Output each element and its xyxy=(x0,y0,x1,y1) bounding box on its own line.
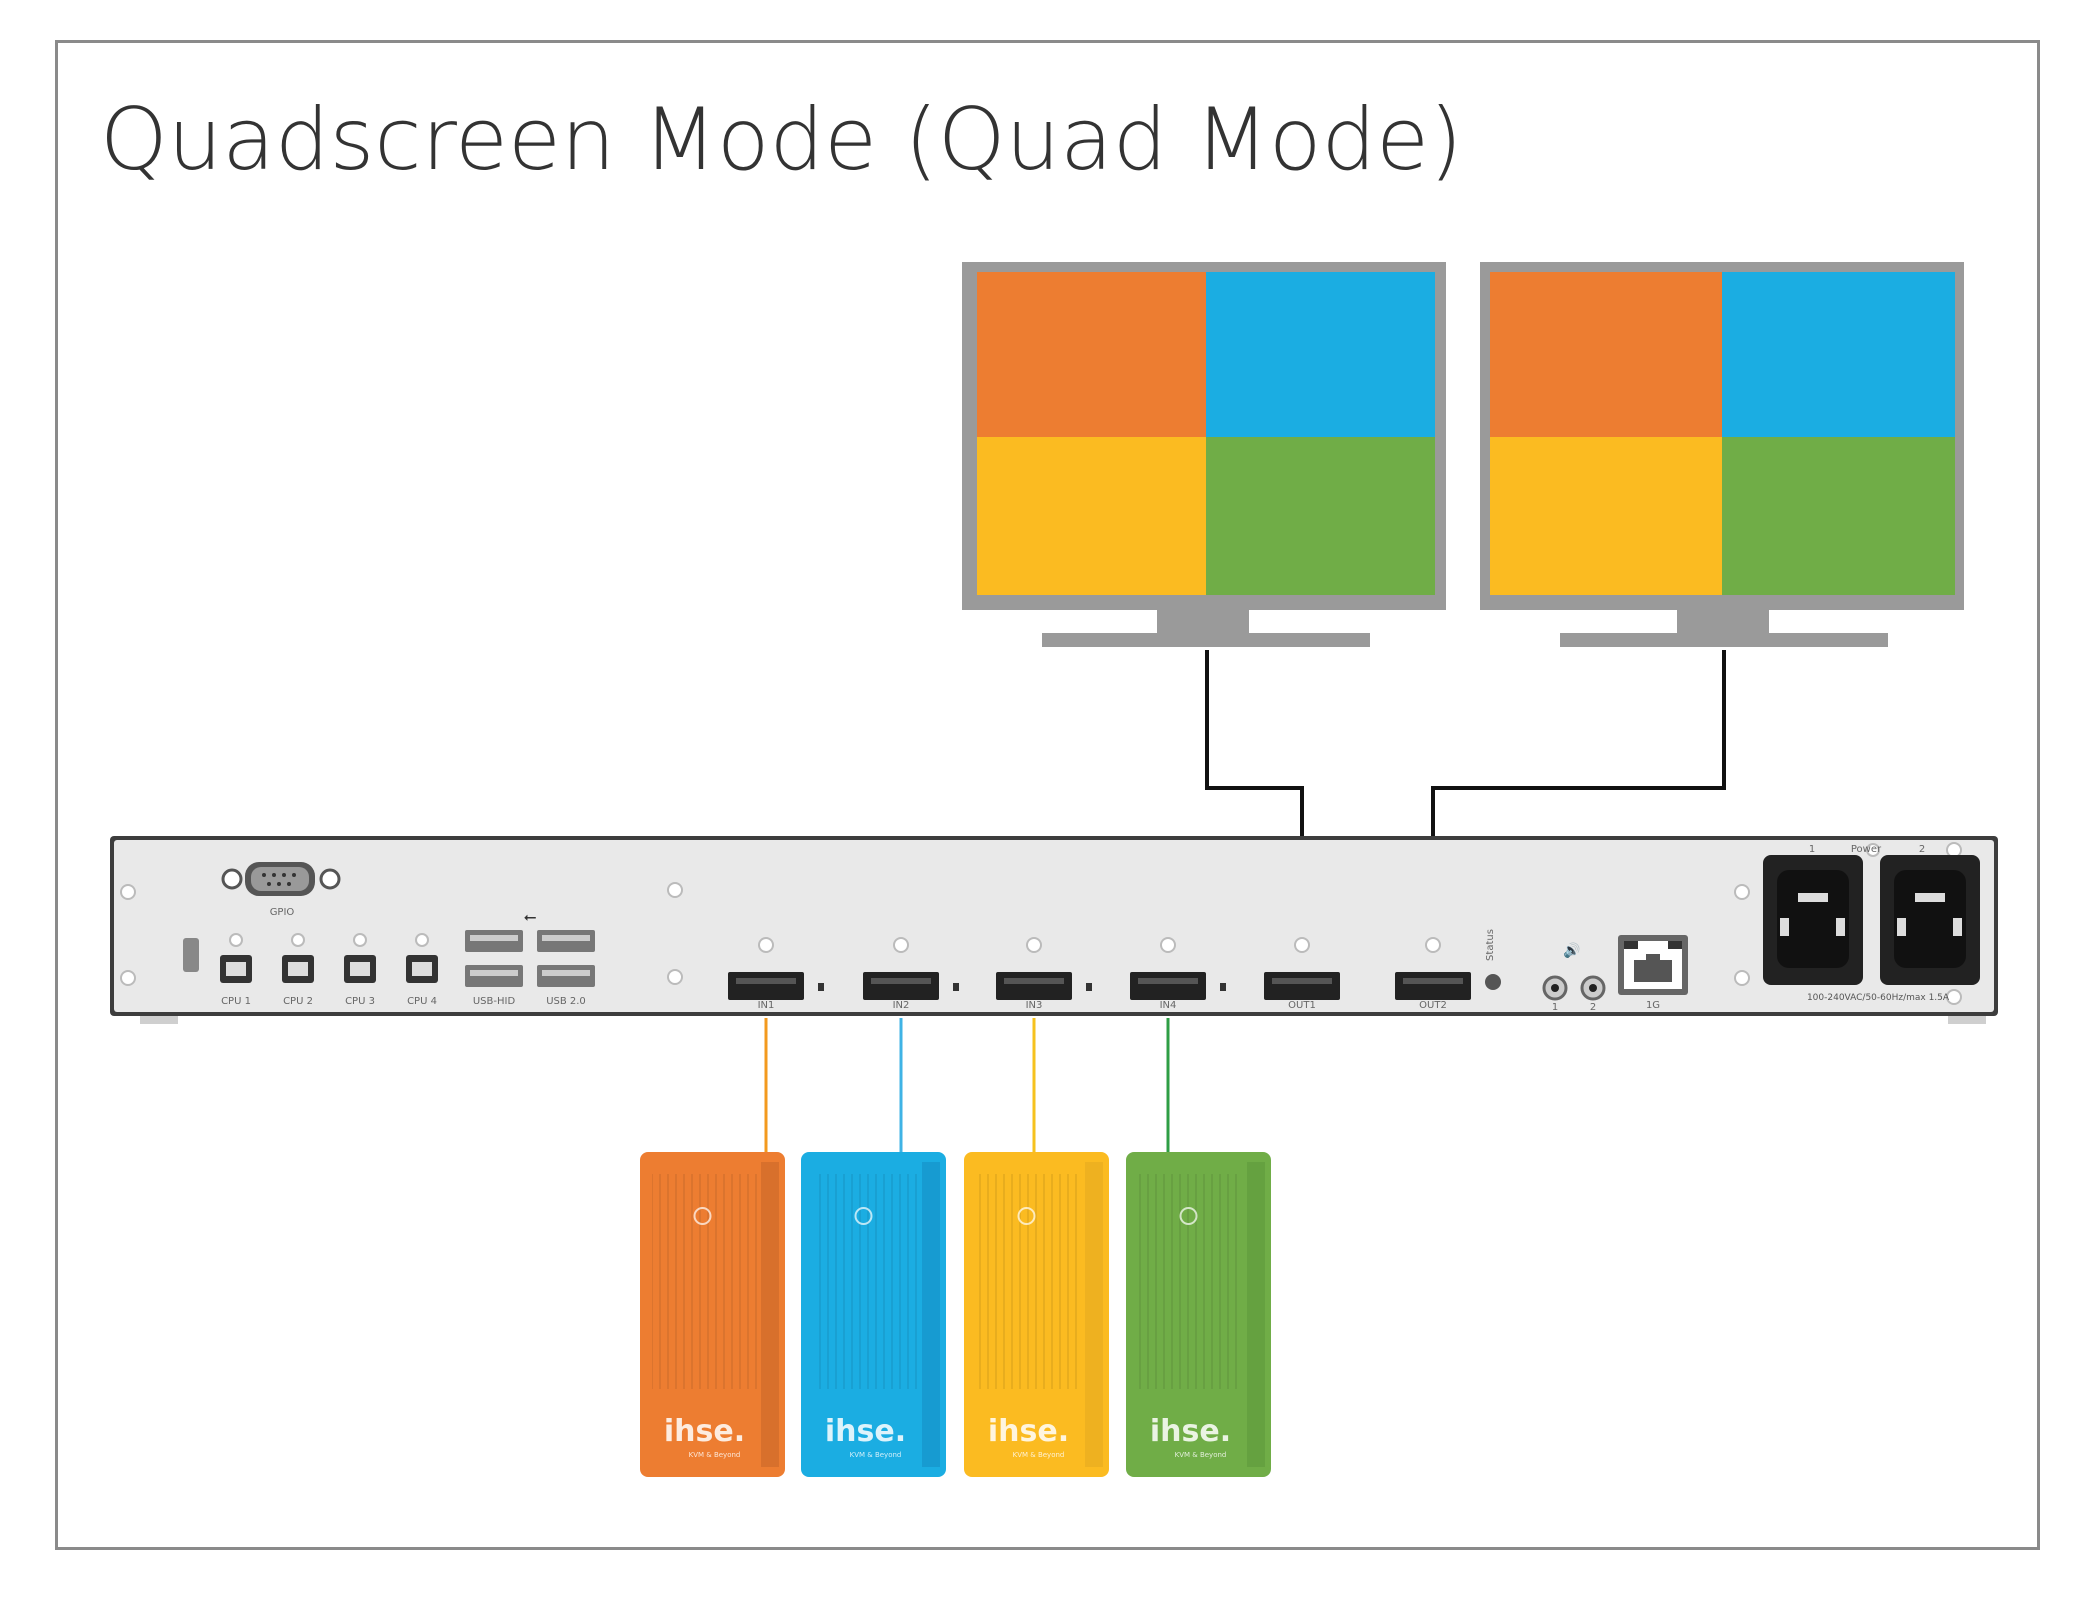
speaker-icon: 🔊 xyxy=(1563,941,1580,959)
computer-brand: ihse. xyxy=(988,1414,1069,1449)
service-port[interactable] xyxy=(183,938,199,972)
quadrant-2 xyxy=(1206,272,1435,437)
computer-brand: ihse. xyxy=(825,1414,906,1449)
hp-logo-icon xyxy=(854,1207,873,1225)
computer-tagline: KVM & Beyond xyxy=(1013,1451,1065,1459)
cpu-port-4[interactable] xyxy=(406,933,438,983)
power-rating: 100-240VAC/50-60Hz/max 1.5A xyxy=(1807,993,1950,1003)
cpu-port-label: CPU 2 xyxy=(283,996,313,1007)
computer-side-panel xyxy=(1085,1162,1103,1467)
video-port-label: IN2 xyxy=(893,1000,910,1011)
computer-vents xyxy=(652,1174,757,1389)
cpu-port-1[interactable] xyxy=(220,933,252,983)
usb-ports[interactable] xyxy=(465,930,595,987)
page-title: Quadscreen Mode (Quad Mode) xyxy=(100,90,1463,190)
kvm-device: GPIO CPU 1 CPU 2 CPU 3 CPU 4 ⭠ USB-HID U… xyxy=(110,836,1998,1024)
network-label: 1G xyxy=(1646,1000,1660,1011)
cpu-port-2[interactable] xyxy=(282,933,314,983)
computers: ihse. KVM & Beyond ihse. KVM & Beyond ihse. K… xyxy=(640,1152,1271,1477)
audio-port-label: 2 xyxy=(1590,1002,1596,1013)
audio-ports[interactable] xyxy=(1542,975,1606,1001)
quadrant-3 xyxy=(977,437,1206,595)
video-ports xyxy=(728,937,1471,1000)
quadrant-2 xyxy=(1722,272,1955,437)
usb-icon: ⭠ xyxy=(524,907,537,926)
quadrant-1 xyxy=(977,272,1206,437)
hp-logo-icon xyxy=(1179,1207,1198,1225)
hp-logo-icon xyxy=(1017,1207,1036,1225)
quadrant-4 xyxy=(1206,437,1435,595)
computer-side-panel xyxy=(922,1162,940,1467)
video-port-label: IN3 xyxy=(1026,1000,1043,1011)
computer-brand: ihse. xyxy=(1150,1414,1231,1449)
computer-tagline: KVM & Beyond xyxy=(689,1451,741,1459)
monitor-neck xyxy=(1677,610,1769,633)
computer-tagline: KVM & Beyond xyxy=(1175,1451,1227,1459)
power-2-label: 2 xyxy=(1919,844,1925,855)
status-led xyxy=(1485,974,1501,990)
computer-side-panel xyxy=(761,1162,779,1467)
gpio-label: GPIO xyxy=(270,907,295,918)
computer-vents xyxy=(813,1174,918,1389)
quadrant-1 xyxy=(1490,272,1722,437)
power-socket-1[interactable] xyxy=(1763,855,1863,985)
cpu-port-label: CPU 1 xyxy=(221,996,251,1007)
port-in4[interactable] xyxy=(1130,937,1226,1000)
video-port-label: OUT2 xyxy=(1419,1000,1447,1011)
port-in3[interactable] xyxy=(996,937,1092,1000)
computer-brand: ihse. xyxy=(664,1414,745,1449)
cpu-port-label: CPU 4 xyxy=(407,996,437,1007)
status-label: Status xyxy=(1485,929,1496,961)
quadrant-3 xyxy=(1490,437,1722,595)
port-in1[interactable] xyxy=(728,937,824,1000)
computer-vents xyxy=(976,1174,1081,1389)
computer-blue: ihse. KVM & Beyond xyxy=(801,1152,946,1477)
network-port[interactable] xyxy=(1618,935,1688,995)
power-label: Power xyxy=(1851,844,1882,855)
cpu-port-3[interactable] xyxy=(344,933,376,983)
usb-hid-label: USB-HID xyxy=(473,996,516,1007)
computer-vents xyxy=(1138,1174,1243,1389)
monitor-2 xyxy=(1480,262,1964,647)
usb-20-label: USB 2.0 xyxy=(546,996,586,1007)
cpu-ports xyxy=(220,933,438,983)
cpu-port-label: CPU 3 xyxy=(345,996,375,1007)
video-port-label: IN1 xyxy=(758,1000,775,1011)
computer-side-panel xyxy=(1247,1162,1265,1467)
monitor-stand xyxy=(1560,633,1888,647)
computer-tagline: KVM & Beyond xyxy=(850,1451,902,1459)
video-port-label: IN4 xyxy=(1160,1000,1177,1011)
port-out2[interactable] xyxy=(1395,937,1471,1000)
monitor-stand xyxy=(1042,633,1370,647)
quadrant-4 xyxy=(1722,437,1955,595)
computer-green: ihse. KVM & Beyond xyxy=(1126,1152,1271,1477)
video-port-label: OUT1 xyxy=(1288,1000,1316,1011)
monitor-1 xyxy=(962,262,1446,647)
port-in2[interactable] xyxy=(863,937,959,1000)
computer-orange: ihse. KVM & Beyond xyxy=(640,1152,785,1477)
screws xyxy=(120,842,1962,1005)
power-1-label: 1 xyxy=(1809,844,1815,855)
port-out1[interactable] xyxy=(1264,937,1340,1000)
hp-logo-icon xyxy=(693,1207,712,1225)
audio-port-label: 1 xyxy=(1552,1002,1558,1013)
gpio-port[interactable] xyxy=(221,862,341,896)
power-socket-2[interactable] xyxy=(1880,855,1980,985)
monitor-neck xyxy=(1157,610,1249,633)
computer-yellow: ihse. KVM & Beyond xyxy=(964,1152,1109,1477)
